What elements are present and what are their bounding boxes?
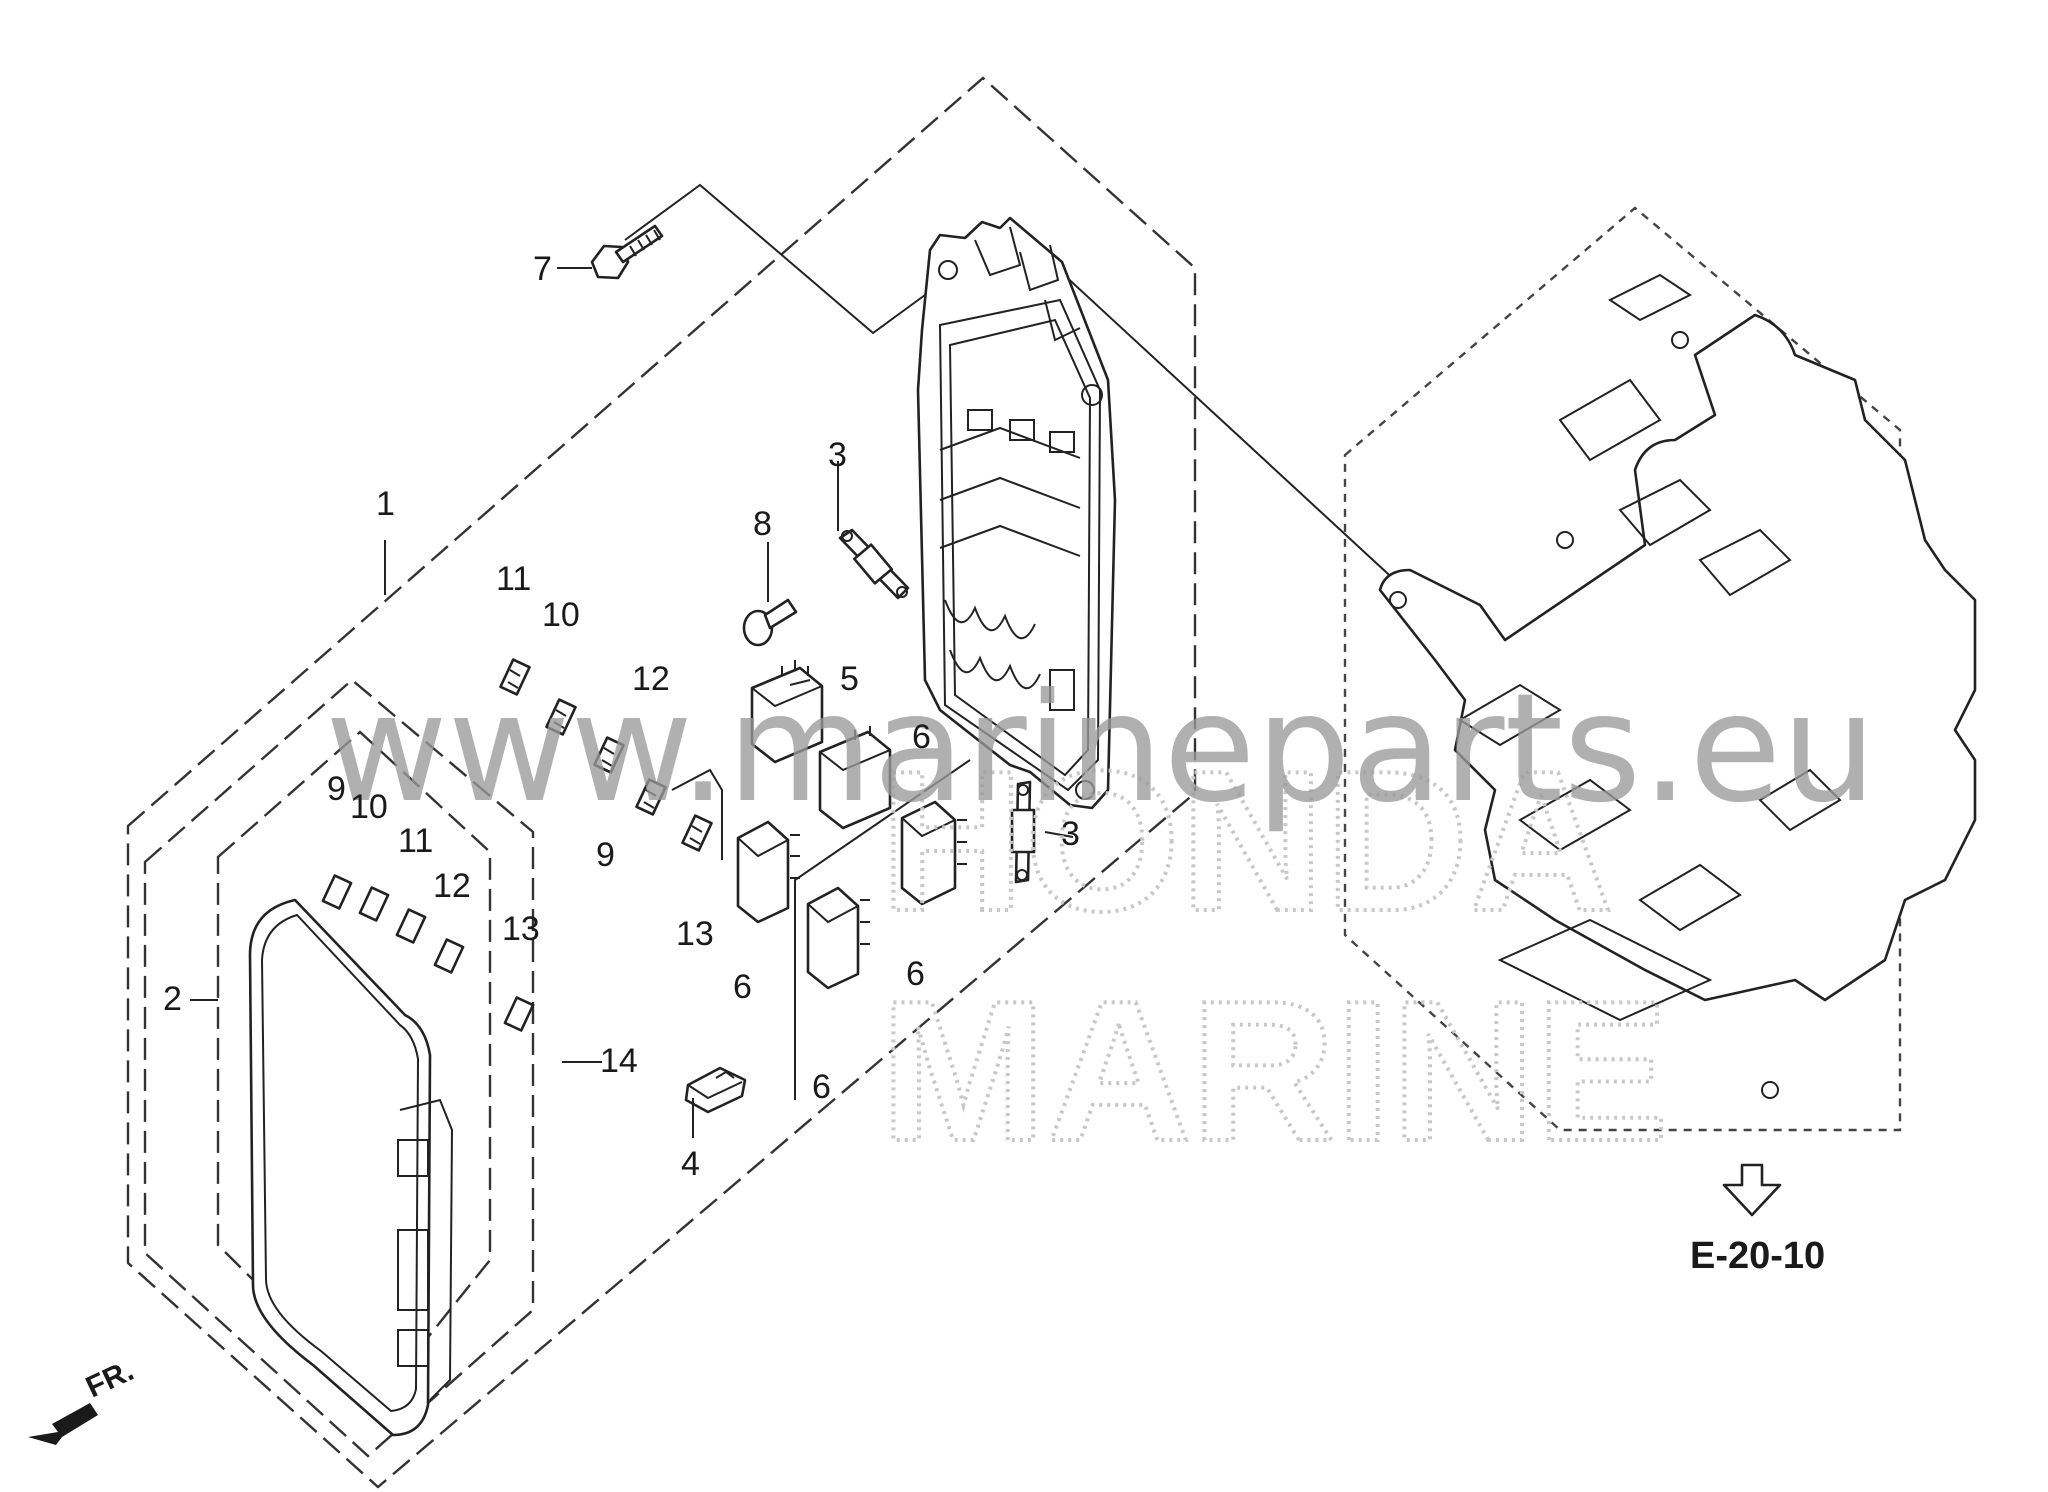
callout-11-b: 11 <box>398 822 433 860</box>
callout-5: 5 <box>840 660 859 698</box>
frame-outline <box>1343 206 1902 1132</box>
callout-leaders <box>190 267 1074 1138</box>
fuse-box-cover <box>248 898 454 1437</box>
relay-6a <box>818 726 892 830</box>
reference-label: E-20-10 <box>1690 1235 1825 1277</box>
callout-4: 4 <box>681 1145 700 1183</box>
callout-9-a: 9 <box>596 836 615 874</box>
callout-2: 2 <box>163 980 182 1018</box>
diode-connector <box>684 1066 747 1114</box>
callout-10-a: 10 <box>542 596 580 634</box>
callout-7: 7 <box>533 250 552 288</box>
fuse-10b <box>358 886 390 922</box>
frame-bracket <box>1378 273 1977 1099</box>
relay-5 <box>750 660 824 764</box>
callout-13-b: 13 <box>502 910 540 948</box>
relay-group-line <box>794 759 971 1100</box>
callout-6-a: 6 <box>912 718 931 756</box>
front-label: FR. <box>81 1354 139 1404</box>
fuse-11a <box>499 658 531 696</box>
screw <box>742 598 798 647</box>
fuse-9b <box>321 874 353 910</box>
callout-12-a: 12 <box>632 660 670 698</box>
callout-9-b: 9 <box>327 770 346 808</box>
fuse-11b <box>395 908 427 944</box>
fuse-13a <box>681 814 713 852</box>
relay-6c <box>806 886 870 990</box>
fuse-group-line <box>671 768 723 860</box>
fuse-12b <box>433 938 465 974</box>
assembly-14-outline <box>216 730 492 1404</box>
callout-10-b: 10 <box>350 788 388 826</box>
fuse-box-main <box>916 216 1117 810</box>
maxi-fuse-upper <box>838 528 910 600</box>
callout-14: 14 <box>600 1042 638 1080</box>
fuse-10a <box>545 698 577 736</box>
callout-12-b: 12 <box>433 867 471 905</box>
callout-6-d: 6 <box>906 955 925 993</box>
bolt <box>590 224 664 280</box>
watermark-brand-line-1: HONDA <box>880 730 1613 953</box>
assembly-1-outline <box>126 76 1197 1489</box>
fuse-9a <box>593 736 625 774</box>
callout-1: 1 <box>376 485 395 523</box>
bolt-leader <box>624 183 926 335</box>
reference-arrow-icon <box>1722 1163 1782 1217</box>
callout-3-upper: 3 <box>828 436 847 474</box>
callout-8: 8 <box>753 505 772 543</box>
watermark-brand-line-2: MARINE <box>880 960 1669 1183</box>
fuse-13b <box>503 996 535 1032</box>
callout-6-c: 6 <box>812 1068 831 1106</box>
callout-3-lower: 3 <box>1061 815 1080 853</box>
fuse-12a <box>635 778 667 816</box>
front-arrow-icon <box>28 1403 98 1445</box>
relay-6d <box>900 800 967 906</box>
callout-6-b: 6 <box>733 968 752 1006</box>
maxi-fuse-lower <box>1010 780 1036 884</box>
callout-13-a: 13 <box>676 915 714 953</box>
relay-6b <box>736 820 800 924</box>
watermark-url: www.marineparts.eu <box>325 662 1877 836</box>
callout-11-a: 11 <box>496 560 531 598</box>
